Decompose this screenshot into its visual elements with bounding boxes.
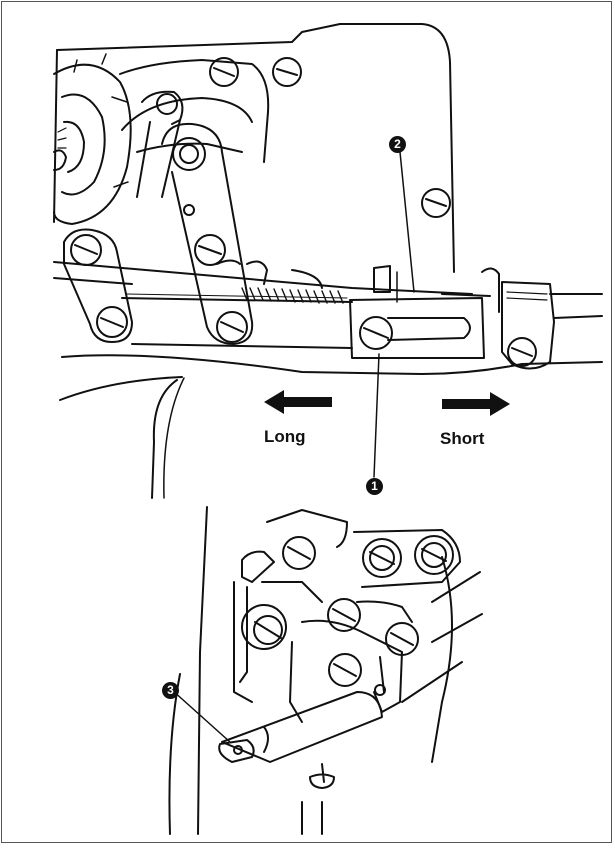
callout-2-badge: 2 (389, 136, 406, 153)
lever-arm (161, 122, 254, 345)
screw (327, 598, 361, 632)
long-label: Long (264, 427, 306, 446)
left-bracket (63, 228, 133, 343)
screw (414, 535, 454, 575)
screw (362, 538, 402, 578)
screw (241, 604, 287, 650)
machine-body-outline (53, 23, 603, 401)
lower-mechanism (233, 509, 483, 723)
callout-3-leader (171, 689, 231, 743)
lower-body-outline (151, 377, 185, 499)
callout-1-leader (373, 353, 380, 478)
screw (385, 622, 419, 656)
callout-2-leader (399, 151, 415, 293)
crank-link (136, 90, 184, 198)
screw (272, 57, 302, 87)
arrow-left-icon (264, 390, 332, 414)
slot-screw (359, 316, 393, 350)
screw (282, 536, 316, 570)
lower-view-outline (168, 506, 453, 835)
short-label: Short (440, 429, 485, 448)
adjusting-plate (349, 265, 491, 359)
feed-rack (53, 259, 473, 349)
arrow-right-icon (442, 392, 510, 416)
callout-3-badge: 3 (162, 682, 179, 699)
screw (328, 653, 362, 687)
screw (421, 188, 451, 218)
callout-1-badge: 1 (366, 478, 383, 495)
right-clamp (481, 267, 603, 370)
looper-holder (218, 684, 386, 789)
handwheel (53, 53, 132, 225)
screw (209, 57, 239, 87)
